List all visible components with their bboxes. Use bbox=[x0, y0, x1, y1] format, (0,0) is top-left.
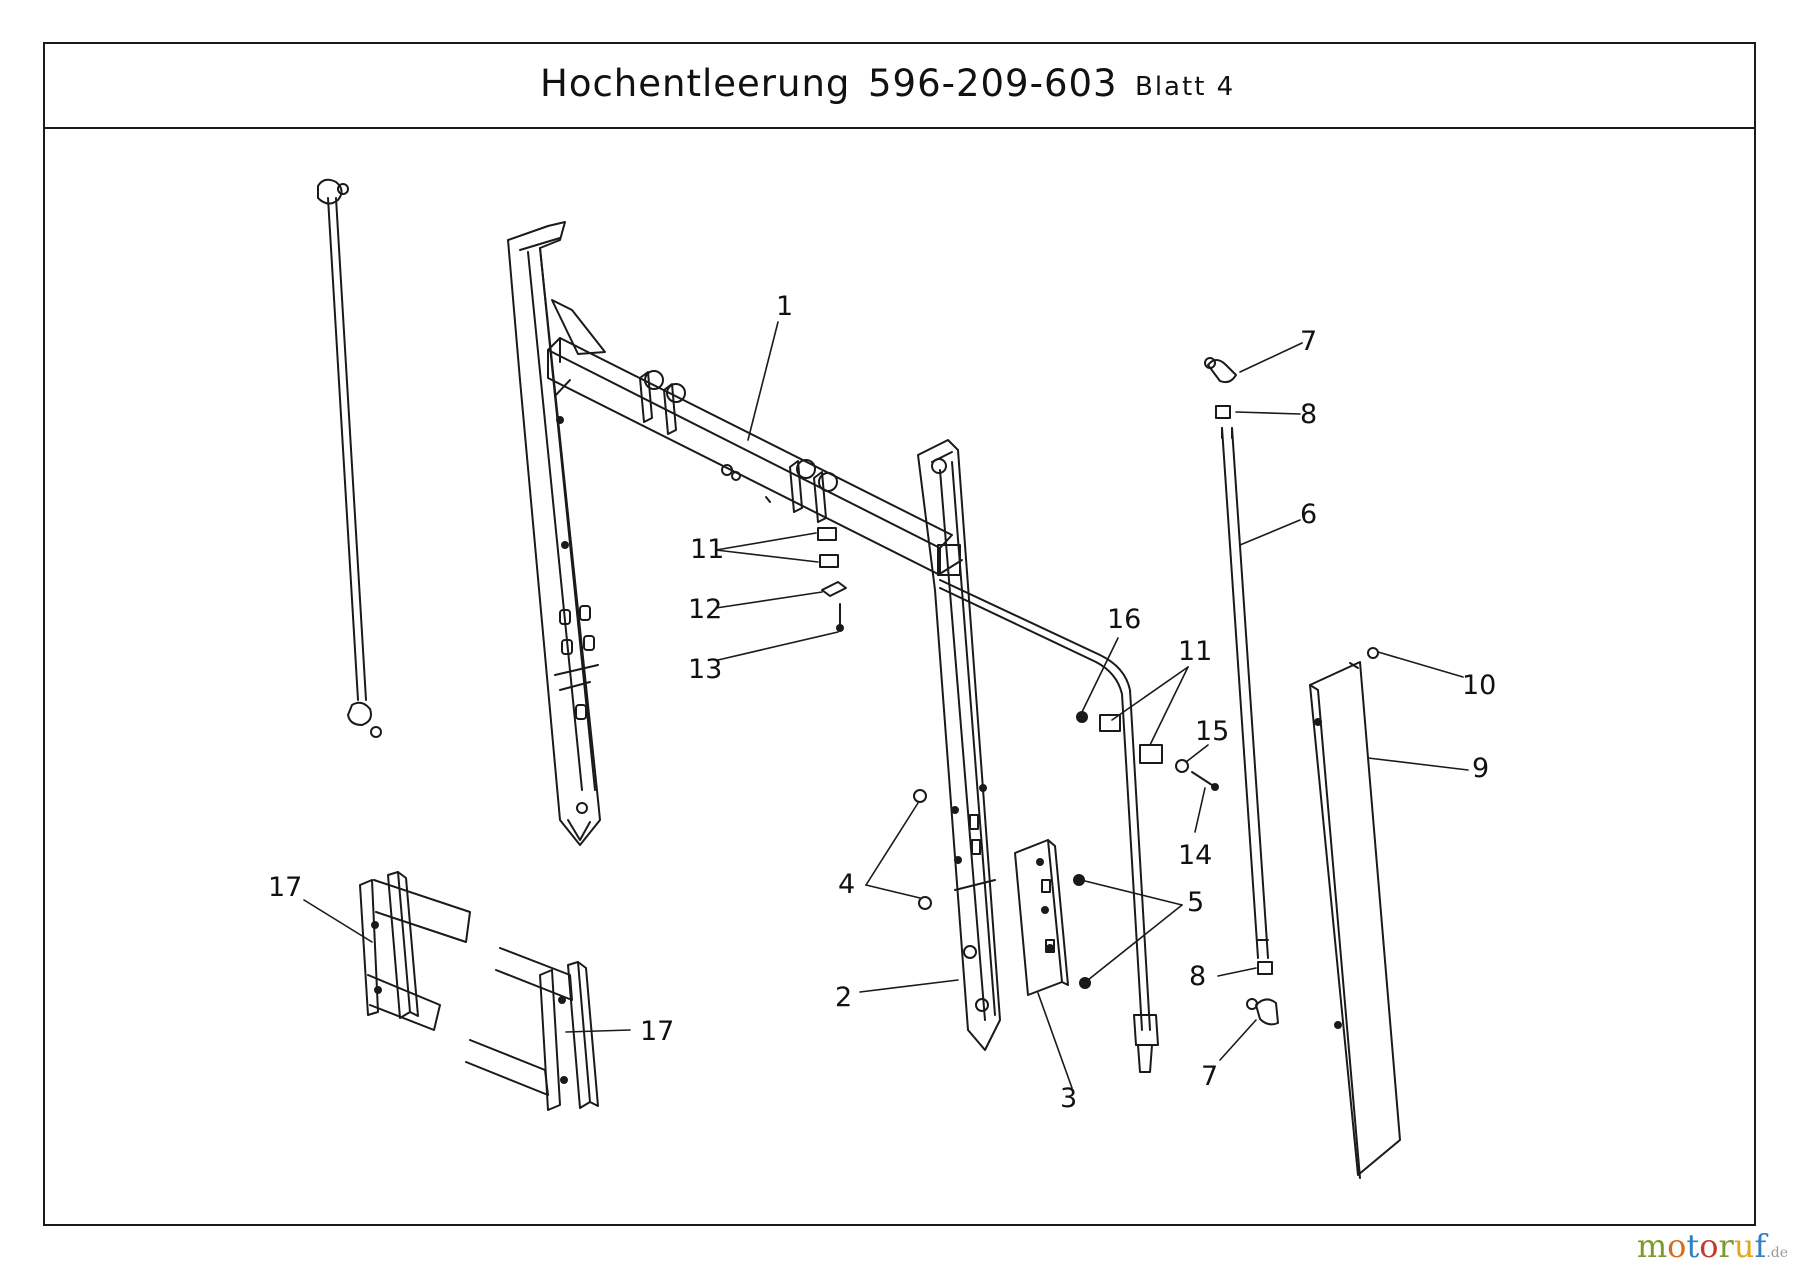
callout-8-top: 8 bbox=[1300, 399, 1317, 430]
site-watermark: motoruf.de bbox=[1637, 1227, 1788, 1265]
callout-7-bottom: 7 bbox=[1201, 1061, 1218, 1092]
watermark-letter: f bbox=[1754, 1227, 1767, 1265]
assembly-name: Hochentleerung bbox=[540, 62, 851, 105]
callout-17-right: 17 bbox=[640, 1016, 674, 1047]
callout-1: 1 bbox=[776, 291, 793, 322]
leader-lines bbox=[303, 321, 1469, 1089]
callout-11-right: 11 bbox=[1178, 636, 1212, 667]
bracket-frame-part-17-right[interactable] bbox=[465, 947, 599, 1111]
callout-4: 4 bbox=[838, 869, 855, 900]
ball-joint-part-7-bottom[interactable] bbox=[1246, 998, 1279, 1026]
screws-part-4[interactable] bbox=[913, 789, 932, 910]
left-tie-rod[interactable] bbox=[317, 178, 382, 738]
callout-2: 2 bbox=[835, 982, 852, 1013]
callout-11-left: 11 bbox=[690, 534, 724, 565]
nuts-part-5[interactable] bbox=[1073, 874, 1091, 989]
bracket-frame-part-17-left[interactable] bbox=[359, 871, 471, 1031]
callout-9: 9 bbox=[1472, 753, 1489, 784]
ball-joint-part-7-top[interactable] bbox=[1204, 357, 1237, 384]
nut-part-8-bottom[interactable] bbox=[1257, 961, 1273, 975]
cover-part-9[interactable] bbox=[1309, 661, 1401, 1179]
callout-3: 3 bbox=[1060, 1083, 1077, 1114]
callout-10: 10 bbox=[1462, 670, 1496, 701]
callout-5: 5 bbox=[1187, 887, 1204, 918]
callout-14: 14 bbox=[1178, 840, 1212, 871]
callout-13: 13 bbox=[688, 654, 722, 685]
drawing-sheet: Hochentleerung 596-209-603 Blatt 4 bbox=[43, 42, 1756, 1226]
callout-8-bottom: 8 bbox=[1189, 961, 1206, 992]
bolt-washer-14-15[interactable] bbox=[1175, 759, 1219, 791]
watermark-letter: m bbox=[1636, 1227, 1668, 1265]
plate-part-3[interactable] bbox=[1014, 839, 1069, 996]
watermark-tld: .de bbox=[1766, 1245, 1788, 1261]
watermark-letter: o bbox=[1667, 1227, 1687, 1265]
callout-12: 12 bbox=[688, 594, 722, 625]
bracket-stack-11-12-13[interactable] bbox=[817, 527, 847, 632]
callout-6: 6 bbox=[1300, 499, 1317, 530]
callout-15: 15 bbox=[1195, 716, 1229, 747]
nut-part-8-top[interactable] bbox=[1215, 405, 1231, 419]
main-frame-part-1[interactable] bbox=[507, 221, 953, 846]
callout-labels: 1 2 3 4 5 6 7 7 8 8 9 10 11 11 12 13 14 … bbox=[268, 291, 1496, 1114]
callout-7-top: 7 bbox=[1300, 326, 1317, 357]
part-number: 596-209-603 bbox=[868, 62, 1118, 105]
watermark-letter: r bbox=[1718, 1227, 1734, 1265]
callout-17-left: 17 bbox=[268, 872, 302, 903]
title-block: Hochentleerung 596-209-603 Blatt 4 bbox=[45, 44, 1754, 129]
watermark-letter: u bbox=[1733, 1227, 1755, 1265]
screw-part-10[interactable] bbox=[1367, 647, 1379, 659]
callout-16: 16 bbox=[1107, 604, 1141, 635]
piston-rod-part-6[interactable] bbox=[1221, 427, 1269, 959]
hydraulic-tube-part-16[interactable] bbox=[939, 579, 1163, 1073]
right-upright-part-2[interactable] bbox=[917, 439, 1001, 1051]
sheet-number: Blatt 4 bbox=[1135, 72, 1236, 102]
watermark-letter: t bbox=[1686, 1227, 1700, 1265]
watermark-letter: o bbox=[1699, 1227, 1719, 1265]
